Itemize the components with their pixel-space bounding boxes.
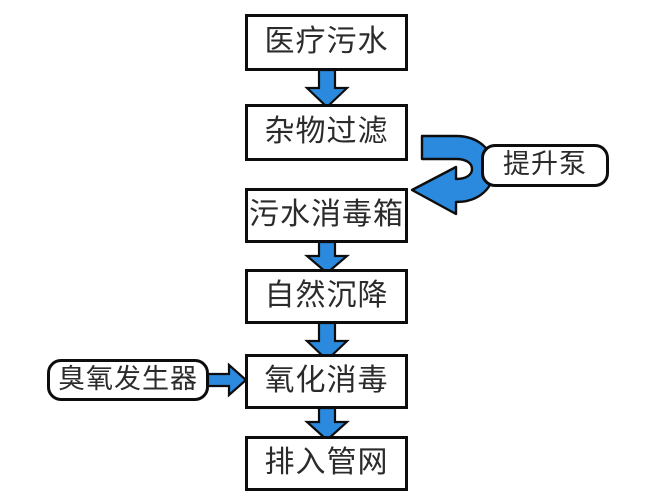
node-lift-pump[interactable]: 提升泵 bbox=[481, 144, 609, 187]
node-oxidation-disinfection-label: 氧化消毒 bbox=[264, 363, 389, 397]
node-medical-wastewater-label: 医疗污水 bbox=[264, 24, 389, 58]
node-ozone-generator[interactable]: 臭氧发生器 bbox=[47, 359, 209, 401]
node-discharge-to-pipe-network-label: 排入管网 bbox=[264, 445, 389, 479]
node-discharge-to-pipe-network[interactable]: 排入管网 bbox=[245, 436, 408, 491]
arrow-wastewater-to-filter bbox=[304, 68, 350, 109]
node-sewage-disinfection-tank[interactable]: 污水消毒箱 bbox=[245, 188, 408, 243]
node-oxidation-disinfection[interactable]: 氧化消毒 bbox=[245, 354, 408, 409]
node-medical-wastewater[interactable]: 医疗污水 bbox=[245, 14, 408, 71]
node-natural-settling[interactable]: 自然沉降 bbox=[245, 269, 408, 324]
node-debris-filter[interactable]: 杂物过滤 bbox=[245, 104, 408, 161]
node-debris-filter-label: 杂物过滤 bbox=[264, 114, 389, 148]
node-sewage-disinfection-tank-label: 污水消毒箱 bbox=[249, 197, 404, 231]
node-natural-settling-label: 自然沉降 bbox=[264, 278, 389, 312]
node-ozone-generator-label: 臭氧发生器 bbox=[58, 363, 198, 394]
node-lift-pump-label: 提升泵 bbox=[503, 149, 587, 179]
arrow-ozone-to-oxidation bbox=[206, 362, 248, 398]
